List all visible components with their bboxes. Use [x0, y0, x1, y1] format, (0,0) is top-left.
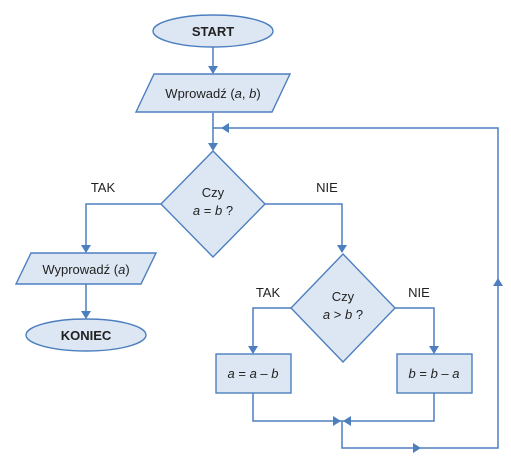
decision-greater-line1: Czy	[332, 289, 355, 304]
arrow-icon	[248, 346, 258, 354]
arrow-icon	[343, 416, 351, 426]
edge-cond1-yes	[85, 203, 163, 252]
branch-label-no: NIE	[408, 285, 430, 300]
arrow-icon	[337, 245, 347, 253]
start-label: START	[192, 24, 234, 39]
end-terminal	[25, 318, 147, 352]
edge-loop-back	[213, 127, 499, 449]
arrow-icon	[333, 416, 341, 426]
process-b-minus-a	[396, 353, 473, 394]
branch-label-no: NIE	[316, 180, 338, 195]
end-label: KONIEC	[61, 328, 112, 343]
arrow-icon	[81, 245, 91, 253]
input-label: Wprowadź (a, b)	[165, 86, 260, 101]
edge-cond1-no	[265, 203, 343, 252]
edge-left-merge	[252, 393, 342, 422]
process-a-minus-b-label: a = a – b	[228, 366, 279, 381]
decision-equal-line2: a = b ?	[193, 203, 233, 218]
output-parallelogram	[14, 252, 158, 285]
connector-lines	[85, 46, 499, 449]
edge-right-merge	[342, 393, 435, 422]
decision-greater-line2: a > b ?	[323, 307, 363, 322]
edge-cond2-no	[395, 307, 435, 353]
decision-greater	[290, 252, 396, 364]
start-terminal	[152, 14, 274, 48]
process-b-minus-a-label: b = b – a	[409, 366, 460, 381]
arrow-icon	[221, 123, 229, 133]
arrow-icon	[413, 443, 421, 453]
edge-cond2-yes	[252, 307, 292, 353]
decision-equal-line1: Czy	[202, 185, 225, 200]
arrow-icon	[81, 311, 91, 319]
branch-label-yes: TAK	[256, 285, 281, 300]
arrow-icon	[208, 66, 218, 74]
arrowheads	[81, 66, 503, 453]
input-parallelogram	[134, 73, 292, 113]
arrow-icon	[429, 346, 439, 354]
arrow-icon	[208, 143, 218, 151]
branch-label-yes: TAK	[91, 180, 116, 195]
output-label: Wyprowadź (a)	[42, 262, 129, 277]
arrow-icon	[493, 278, 503, 286]
process-a-minus-b	[215, 353, 292, 394]
decision-equal	[160, 150, 266, 258]
